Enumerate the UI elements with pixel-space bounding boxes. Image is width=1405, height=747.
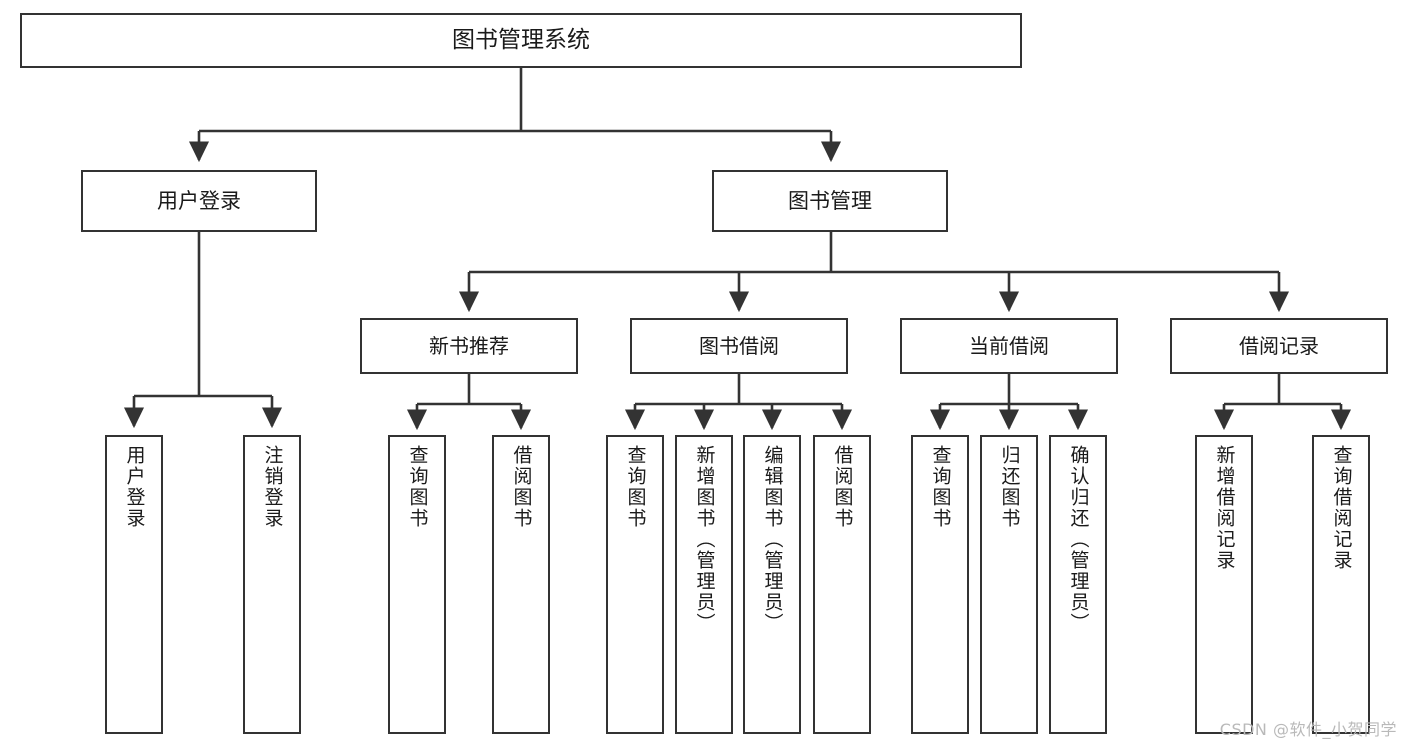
node-leaf-user-login-label: 用户登录 — [123, 445, 146, 529]
node-root-label: 图书管理系统 — [452, 27, 590, 54]
watermark: CSDN @软件_小贺同学 — [1219, 720, 1397, 739]
node-leaf-return-book-label: 归还图书 — [998, 445, 1021, 529]
node-user-login-label: 用户登录 — [157, 188, 241, 213]
node-current-borrow[interactable]: 当前借阅 — [900, 318, 1118, 374]
node-leaf-query-book-3-label: 查询图书 — [929, 445, 952, 529]
node-book-manage-label: 图书管理 — [788, 188, 872, 213]
node-book-manage[interactable]: 图书管理 — [712, 170, 948, 232]
node-new-book-rec[interactable]: 新书推荐 — [360, 318, 578, 374]
node-leaf-add-book[interactable]: 新增图书（管理员） — [675, 435, 733, 734]
node-leaf-borrow-book-2-label: 借阅图书 — [831, 445, 854, 529]
node-new-book-rec-label: 新书推荐 — [429, 333, 509, 358]
node-leaf-add-book-label: 新增图书（管理员） — [693, 445, 716, 634]
node-leaf-query-book-3[interactable]: 查询图书 — [911, 435, 969, 734]
node-leaf-confirm-return-label: 确认归还（管理员） — [1067, 445, 1090, 634]
node-leaf-edit-book-label: 编辑图书（管理员） — [761, 445, 784, 634]
node-leaf-borrow-book-1-label: 借阅图书 — [510, 445, 533, 529]
node-leaf-user-login[interactable]: 用户登录 — [105, 435, 163, 734]
node-leaf-logout-label: 注销登录 — [261, 445, 284, 529]
node-leaf-query-book-1-label: 查询图书 — [406, 445, 429, 529]
node-root[interactable]: 图书管理系统 — [20, 13, 1022, 68]
node-leaf-query-book-2-label: 查询图书 — [624, 445, 647, 529]
node-borrow-record[interactable]: 借阅记录 — [1170, 318, 1388, 374]
node-leaf-borrow-book-2[interactable]: 借阅图书 — [813, 435, 871, 734]
node-leaf-confirm-return[interactable]: 确认归还（管理员） — [1049, 435, 1107, 734]
node-leaf-query-record-label: 查询借阅记录 — [1330, 445, 1353, 571]
node-leaf-query-book-2[interactable]: 查询图书 — [606, 435, 664, 734]
node-leaf-borrow-book-1[interactable]: 借阅图书 — [492, 435, 550, 734]
node-borrow-record-label: 借阅记录 — [1239, 333, 1319, 358]
node-leaf-add-record-label: 新增借阅记录 — [1213, 445, 1236, 571]
node-leaf-query-record[interactable]: 查询借阅记录 — [1312, 435, 1370, 734]
node-leaf-logout[interactable]: 注销登录 — [243, 435, 301, 734]
node-user-login[interactable]: 用户登录 — [81, 170, 317, 232]
node-leaf-query-book-1[interactable]: 查询图书 — [388, 435, 446, 734]
node-leaf-return-book[interactable]: 归还图书 — [980, 435, 1038, 734]
node-leaf-add-record[interactable]: 新增借阅记录 — [1195, 435, 1253, 734]
node-book-borrow[interactable]: 图书借阅 — [630, 318, 848, 374]
node-book-borrow-label: 图书借阅 — [699, 333, 779, 358]
node-current-borrow-label: 当前借阅 — [969, 333, 1049, 358]
node-leaf-edit-book[interactable]: 编辑图书（管理员） — [743, 435, 801, 734]
